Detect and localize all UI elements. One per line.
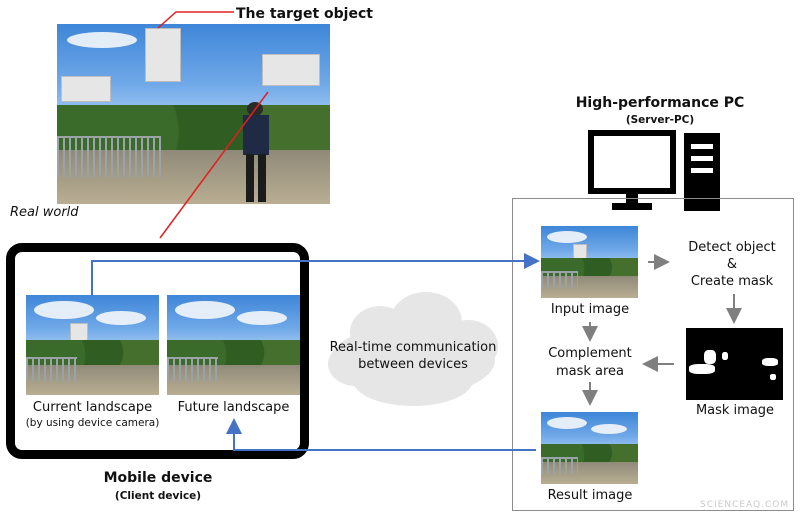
detect-label-line1: Detect object: [688, 240, 776, 255]
mobile-device-frame: [6, 243, 309, 459]
cloud-label-line2: between devices: [358, 357, 468, 372]
real-world-label: Real world: [10, 205, 79, 220]
target-object-label: The target object: [236, 6, 373, 22]
complement-label-line1: Complement: [548, 346, 632, 361]
current-landscape-note: (by using device camera): [25, 417, 160, 429]
cloud-label-line1: Real-time communication: [329, 340, 497, 355]
detect-label-line3: Create mask: [690, 274, 774, 289]
mask-image-label: Mask image: [695, 403, 775, 418]
result-image-label: Result image: [547, 488, 633, 503]
detect-label-line2: &: [726, 257, 738, 272]
mobile-device-title: Mobile device: [103, 470, 213, 486]
cloud-shape: [328, 292, 498, 406]
input-image: [541, 226, 638, 298]
real-world-photo: [57, 24, 330, 204]
mobile-device-subtitle: (Client device): [114, 490, 202, 502]
current-landscape-label: Current landscape: [32, 400, 153, 415]
future-landscape-label: Future landscape: [177, 400, 290, 415]
server-subtitle: (Server-PC): [625, 114, 695, 126]
mask-image: [686, 328, 783, 400]
future-landscape-image: [167, 295, 300, 395]
current-landscape-image: [26, 295, 159, 395]
server-panel: [512, 198, 794, 511]
result-image: [541, 412, 638, 484]
watermark: SCIENCEAQ.COM: [700, 500, 790, 510]
complement-label-line2: mask area: [555, 364, 625, 379]
input-image-label: Input image: [550, 302, 630, 317]
server-title: High-performance PC: [575, 95, 745, 111]
